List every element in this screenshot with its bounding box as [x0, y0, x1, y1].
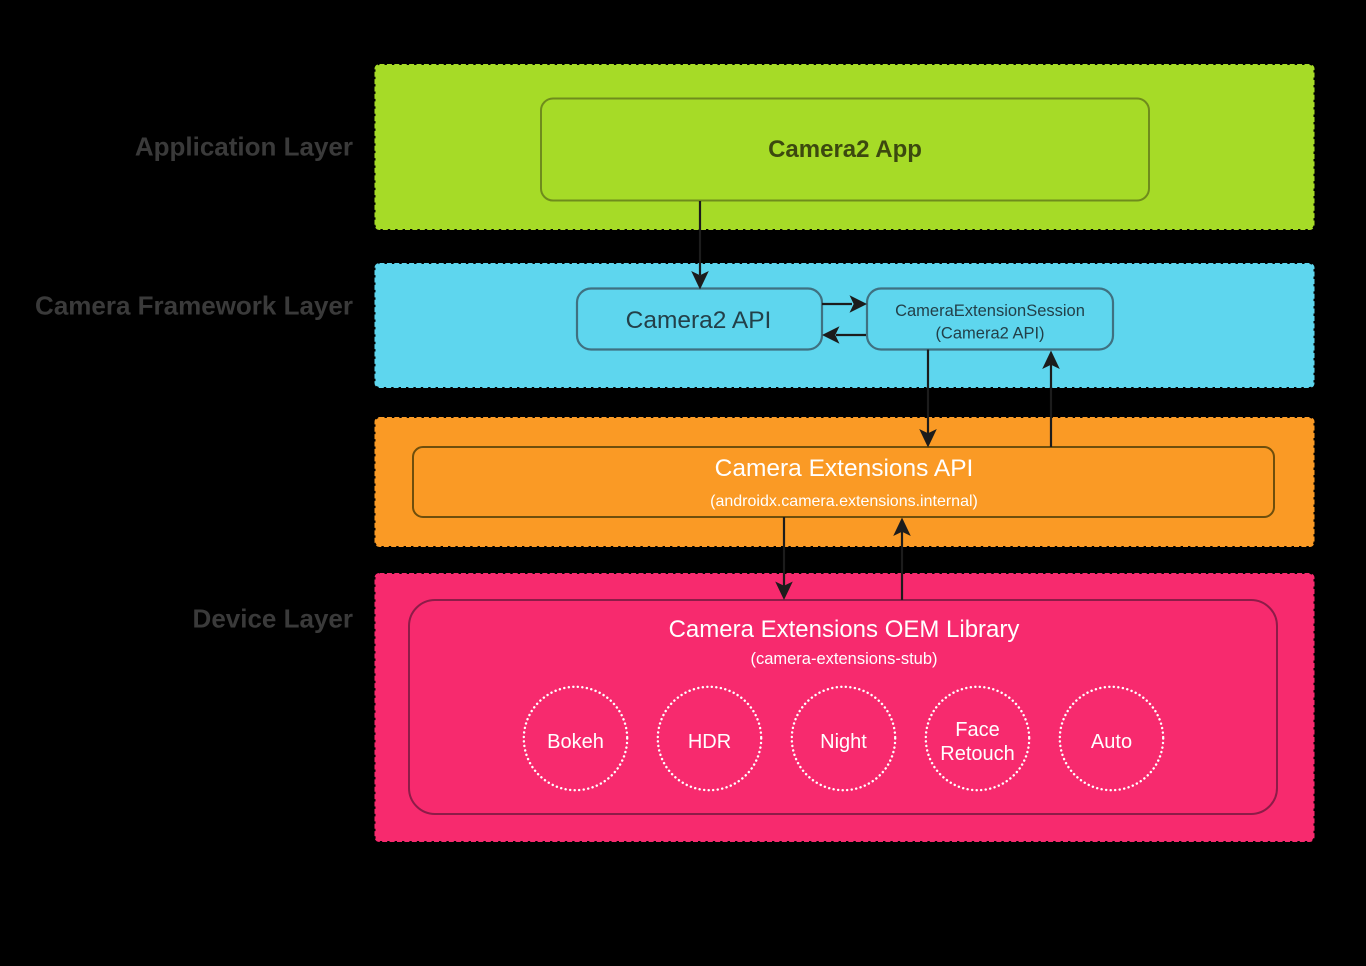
svg-text:CameraExtensionSession: CameraExtensionSession: [895, 302, 1085, 320]
svg-text:Retouch: Retouch: [940, 743, 1015, 765]
svg-text:(androidx.camera.extensions.in: (androidx.camera.extensions.internal): [710, 493, 978, 510]
svg-text:Camera2 API: Camera2 API: [626, 307, 772, 334]
svg-text:Night: Night: [820, 731, 867, 753]
svg-text:Auto: Auto: [1091, 731, 1132, 753]
svg-text:HDR: HDR: [688, 731, 731, 753]
svg-text:Face: Face: [955, 719, 999, 741]
svg-text:Device Layer: Device Layer: [193, 604, 353, 634]
svg-text:Bokeh: Bokeh: [547, 731, 604, 753]
svg-text:Application Layer: Application Layer: [135, 132, 353, 162]
svg-text:Camera2 App: Camera2 App: [768, 136, 922, 163]
svg-text:Camera Framework Layer: Camera Framework Layer: [35, 291, 353, 321]
svg-text:(camera-extensions-stub): (camera-extensions-stub): [750, 650, 937, 668]
svg-text:Camera Extensions API: Camera Extensions API: [715, 455, 974, 482]
svg-text:Camera Extensions OEM Library: Camera Extensions OEM Library: [669, 616, 1020, 643]
svg-text:(Camera2 API): (Camera2 API): [935, 325, 1044, 343]
